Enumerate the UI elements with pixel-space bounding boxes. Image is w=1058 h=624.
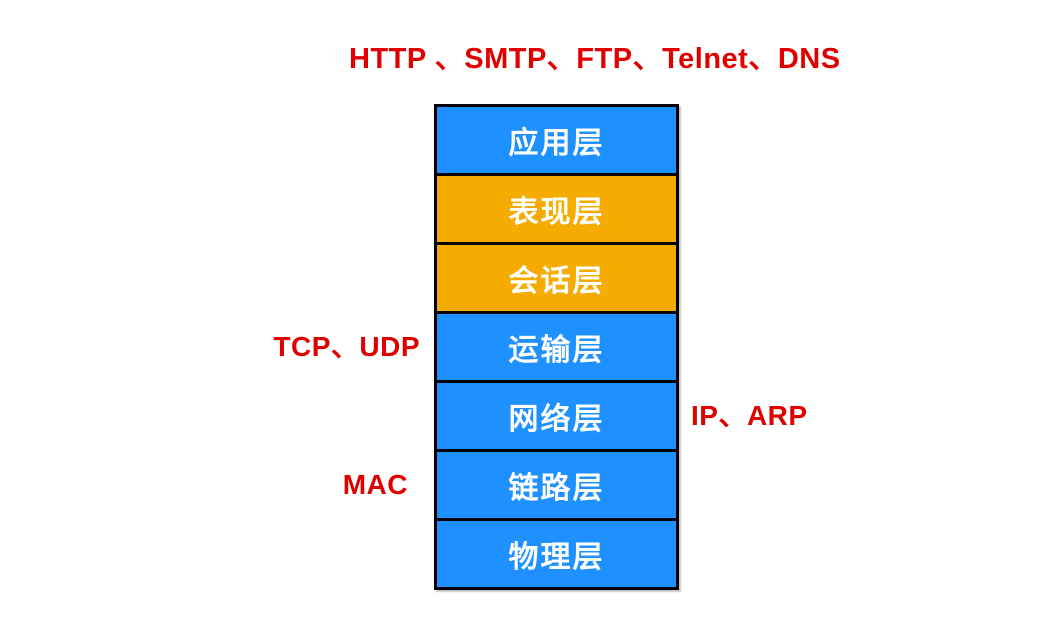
layer-datalink: 链路层 xyxy=(437,449,676,518)
layer-presentation: 表现层 xyxy=(437,173,676,242)
layer-application: 应用层 xyxy=(437,107,676,173)
annotation-ip-arp: IP、ARP xyxy=(691,400,808,431)
annotation-application-protocols: HTTP 、SMTP、FTP、Telnet、DNS xyxy=(349,43,841,75)
layer-physical: 物理层 xyxy=(437,518,676,587)
protocol-layer-stack: 应用层 表现层 会话层 运输层 网络层 链路层 物理层 xyxy=(434,104,679,590)
layer-transport: 运输层 xyxy=(437,311,676,380)
annotation-tcp-udp: TCP、UDP xyxy=(273,331,420,362)
layer-session: 会话层 xyxy=(437,242,676,311)
layer-network: 网络层 xyxy=(437,380,676,449)
annotation-mac: MAC xyxy=(342,469,408,500)
